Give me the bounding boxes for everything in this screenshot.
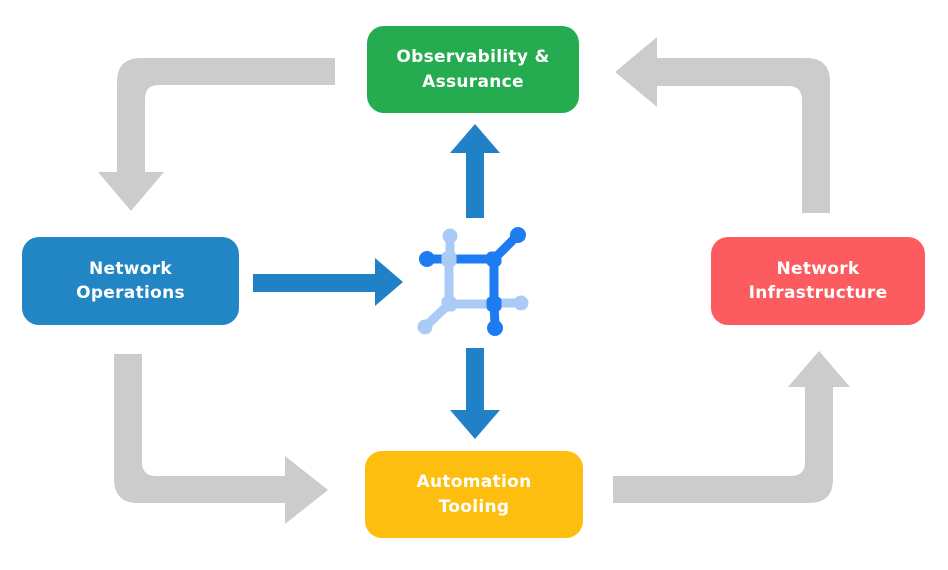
icon-corner-node-bottom-left (441, 296, 457, 312)
icon-top-endpoint (442, 228, 458, 244)
node-automation-tooling: Automation Tooling (365, 451, 583, 538)
icon-corner-node-bottom-right (486, 296, 502, 312)
node-label: Automation Tooling (416, 472, 532, 517)
icon-bottom-left-endpoint (417, 319, 433, 335)
icon-left-endpoint (419, 251, 435, 267)
node-label: Network Operations (76, 258, 185, 303)
cycle-arrow-automation-to-infrastructure (613, 351, 850, 503)
node-label: Observability & Assurance (396, 47, 550, 92)
cycle-arrow-infrastructure-to-observability (615, 37, 830, 213)
icon-right-endpoint (513, 295, 529, 311)
icon-top-right-endpoint (510, 227, 526, 243)
icon-corner-node-top-left (441, 251, 457, 267)
arrow-platform-to-observability (450, 124, 500, 218)
arrow-platform-to-automation (450, 348, 500, 439)
icon-corner-node-top-right (486, 251, 502, 267)
arrow-operations-to-platform (253, 258, 403, 306)
node-network-infrastructure: Network Infrastructure (711, 237, 925, 325)
cycle-arrow-observability-to-operations (98, 58, 335, 211)
node-network-operations: Network Operations (22, 237, 239, 325)
cycle-arrow-operations-to-automation (114, 354, 328, 524)
node-label: Network Infrastructure (748, 258, 888, 303)
icon-bottom-endpoint (487, 320, 503, 336)
node-observability-assurance: Observability & Assurance (367, 26, 579, 113)
network-platform-icon (417, 227, 529, 336)
